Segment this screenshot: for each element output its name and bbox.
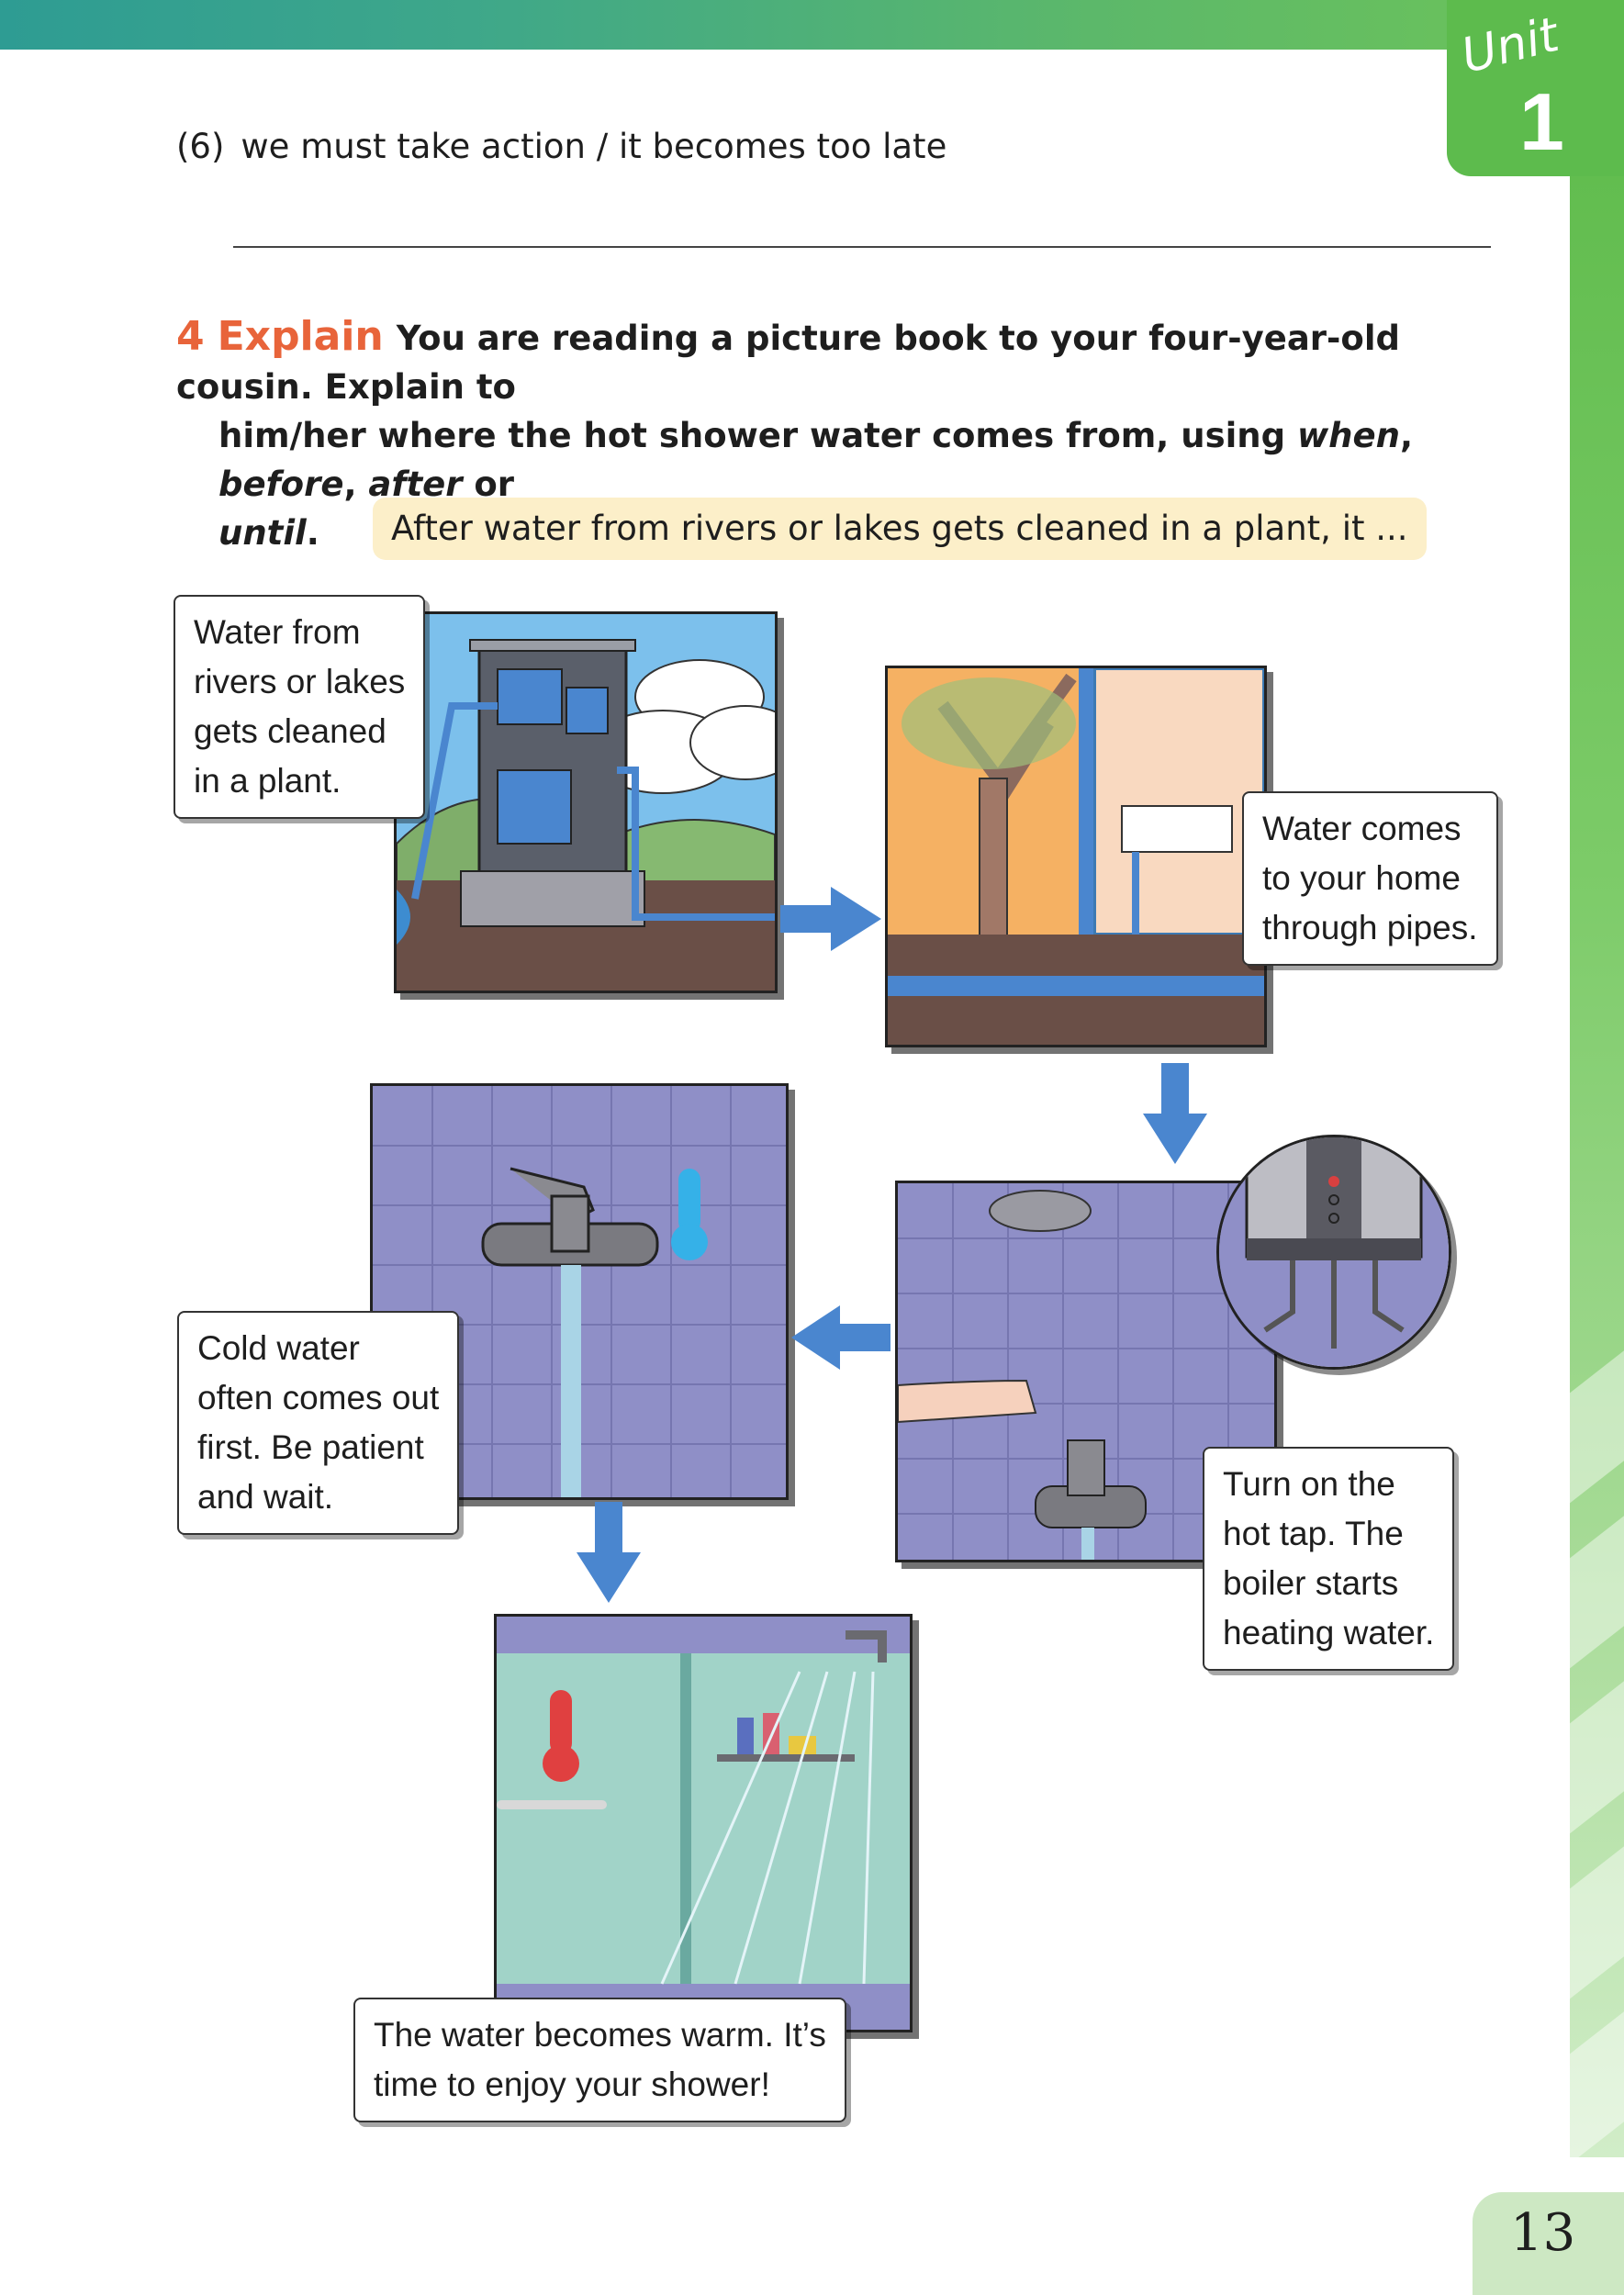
separator: , — [1399, 416, 1414, 455]
caption-line: hot tap. The — [1223, 1515, 1404, 1552]
keyword-before: before — [218, 465, 344, 504]
question-6-text: we must take action / it becomes too lat… — [241, 127, 947, 166]
period: . — [306, 513, 319, 553]
caption-line: Water comes — [1262, 810, 1462, 847]
question-6: (6) we must take action / it becomes too … — [176, 127, 946, 166]
warm-shower-illustration — [494, 1614, 913, 2032]
page-number-tab — [1473, 2192, 1624, 2295]
caption-line: heating water. — [1223, 1614, 1435, 1651]
caption-line: to your home — [1262, 859, 1461, 897]
unit-number: 1 — [1519, 76, 1564, 167]
arrow-right-icon — [780, 887, 881, 951]
caption-line: Water from — [194, 613, 361, 651]
task-number: 4 — [176, 313, 205, 360]
hot-tap-illustration — [895, 1181, 1277, 1562]
keyword-until: until — [218, 513, 307, 553]
separator: or — [462, 465, 515, 504]
caption-line: and wait. — [197, 1478, 334, 1516]
caption-step-4: Cold water often comes out first. Be pat… — [177, 1311, 460, 1535]
separator: , — [343, 465, 369, 504]
water-plant-illustration — [394, 611, 778, 993]
caption-line: rivers or lakes — [194, 663, 406, 700]
caption-step-3: Turn on the hot tap. The boiler starts h… — [1203, 1447, 1455, 1671]
unit-tab — [1447, 0, 1624, 176]
caption-line: Cold water — [197, 1329, 360, 1367]
question-6-number: (6) — [176, 127, 225, 166]
answer-line[interactable] — [233, 246, 1491, 248]
task-line-1: You are reading a picture book to your f… — [176, 319, 1401, 407]
caption-line: Turn on the — [1223, 1465, 1395, 1503]
caption-line: boiler starts — [1223, 1564, 1399, 1602]
arrow-down-icon — [577, 1502, 641, 1603]
example-sentence: After water from rivers or lakes gets cl… — [373, 498, 1427, 560]
boiler-illustration — [1216, 1135, 1451, 1370]
task-verb: Explain — [217, 313, 384, 360]
caption-line: gets cleaned — [194, 712, 386, 750]
caption-line: The water becomes warm. It’s — [374, 2016, 826, 2054]
arrow-down-icon — [1143, 1063, 1207, 1164]
caption-line: first. Be patient — [197, 1428, 424, 1466]
keyword-when: when — [1297, 416, 1400, 455]
caption-step-2: Water comes to your home through pipes. — [1242, 791, 1498, 966]
task-line-2: him/her where the hot shower water comes… — [218, 416, 1297, 455]
home-pipes-illustration — [885, 666, 1267, 1047]
caption-step-1: Water from rivers or lakes gets cleaned … — [174, 595, 426, 819]
caption-line: in a plant. — [194, 762, 342, 800]
arrow-left-icon — [791, 1305, 890, 1370]
top-color-bar — [0, 0, 1561, 50]
caption-line: often comes out — [197, 1379, 440, 1416]
keyword-after: after — [368, 465, 463, 504]
caption-line: through pipes. — [1262, 909, 1478, 946]
caption-step-5: The water becomes warm. It’s time to enj… — [353, 1998, 846, 2122]
caption-line: time to enjoy your shower! — [374, 2066, 770, 2103]
page-number: 13 — [1510, 2203, 1576, 2263]
side-color-bar — [1570, 174, 1624, 2157]
